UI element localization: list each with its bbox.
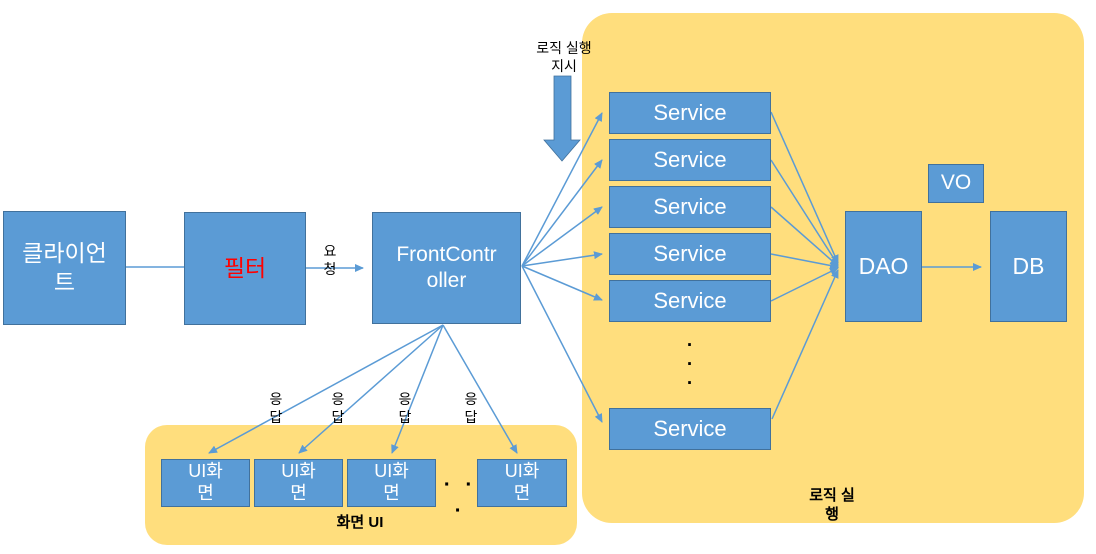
- dao-box: DAO: [845, 211, 922, 322]
- arrow-service-1-to-dao: [770, 111, 839, 264]
- client-box: 클라이언 트: [3, 211, 126, 325]
- arrow-fc-to-service-6: [521, 265, 603, 423]
- front-controller-box: FrontContr oller: [372, 212, 521, 324]
- response-label-4: 응 답: [464, 391, 478, 425]
- response-label-1: 응 답: [269, 391, 283, 425]
- arrow-fc-to-ui-2: [298, 324, 444, 454]
- ui-screen-box-1: UI화 면: [161, 459, 250, 507]
- arrow-service-2-to-dao: [770, 159, 839, 266]
- service-box-2: Service: [609, 139, 771, 181]
- arrow-fc-to-service-4: [521, 251, 603, 267]
- arrow-fc-to-service-2: [521, 159, 603, 267]
- ui-screen-box-4: UI화 면: [477, 459, 567, 507]
- arrow-fc-to-service-5: [521, 265, 603, 301]
- arrow-fc-to-service-1: [521, 112, 603, 267]
- service-box-4: Service: [609, 233, 771, 275]
- ui-screen-box-2: UI화 면: [254, 459, 343, 507]
- ui-horizontal-ellipsis: ∙ ∙ ∙: [443, 473, 477, 523]
- db-box: DB: [990, 211, 1067, 322]
- arrow-service-3-to-dao: [770, 206, 839, 267]
- filter-box: 필터: [184, 212, 306, 325]
- arrow-fc-to-ui-4: [442, 324, 518, 454]
- arrow-service-4-to-dao: [770, 253, 839, 270]
- vo-box: VO: [928, 164, 984, 203]
- request-label: 요 청: [323, 243, 337, 277]
- arrow-service-5-to-dao: [770, 267, 839, 302]
- logic-instruction-label: 로직 실행 지시: [536, 40, 592, 74]
- service-vertical-ellipsis: · · ·: [686, 335, 694, 394]
- response-label-2: 응 답: [331, 391, 345, 425]
- logic-container-label: 로직 실 행: [809, 487, 855, 523]
- service-box-1: Service: [609, 92, 771, 134]
- arrow-fc-to-service-3: [521, 206, 603, 267]
- response-label-3: 응 답: [398, 391, 412, 425]
- arrow-fc-to-ui-1: [208, 324, 444, 454]
- service-box-6: Service: [609, 408, 771, 450]
- arrow-service-6-to-dao: [771, 269, 839, 420]
- screen-container-label: 화면 UI: [336, 514, 384, 531]
- ui-screen-box-3: UI화 면: [347, 459, 436, 507]
- arrow-fc-to-ui-3: [391, 324, 444, 454]
- service-box-5: Service: [609, 280, 771, 322]
- logic-instruction-big-arrow: [543, 75, 581, 162]
- service-box-3: Service: [609, 186, 771, 228]
